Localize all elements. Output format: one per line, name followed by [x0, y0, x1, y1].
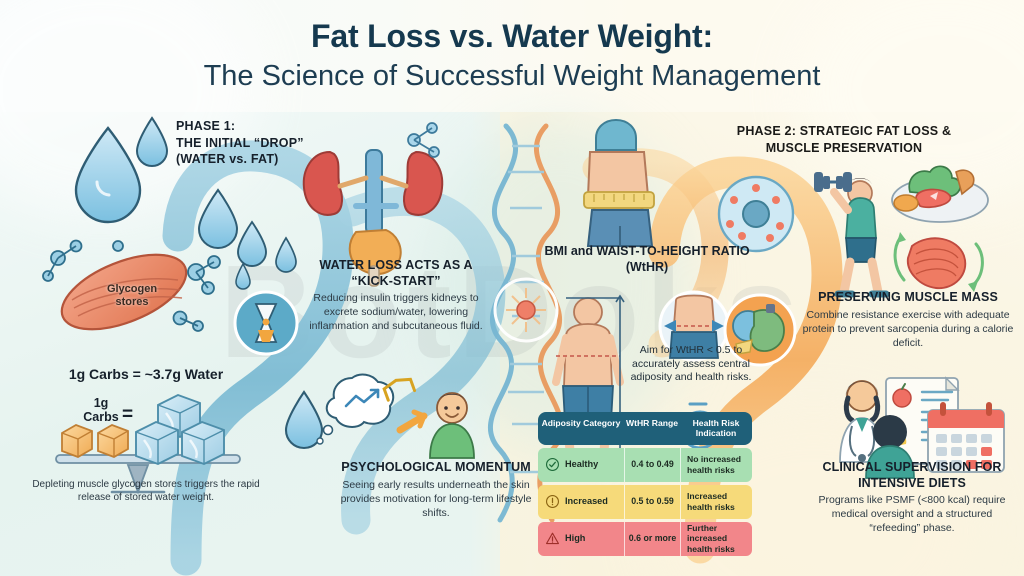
water-drop-icon: [135, 116, 169, 167]
kidney-icon: [302, 149, 444, 235]
water-drop-icon: [235, 262, 251, 290]
water-drop-icon: [275, 236, 297, 273]
dumbbell-icon: [814, 172, 890, 298]
clinical-block: CLINICAL SUPERVISION FOR INTENSIVE DIETS…: [806, 460, 1018, 536]
water-loss-body: Reducing insulin triggers kidneys to exc…: [309, 292, 483, 333]
sugar-cube-icon: [135, 393, 225, 466]
exclamation-circle-icon: [546, 495, 559, 509]
carbs-equation-label: 1g Carbs = ~3.7g Water: [68, 366, 224, 382]
title-subtitle: The Science of Successful Weight Managem…: [203, 59, 821, 92]
glycogen-molecule-icon: [42, 239, 221, 332]
cell-icon: [717, 175, 795, 253]
body-figure-icon: [552, 294, 625, 460]
molecule-icon: [407, 122, 440, 158]
water-drop-icon: [197, 188, 239, 249]
thought-bubble-icon: [316, 373, 395, 445]
globe-icon: [723, 293, 797, 367]
table-row: Increased 0.5 to 0.59 Increased health r…: [538, 484, 752, 519]
table-cell-category: Healthy: [565, 459, 599, 470]
bladder-icon: [348, 228, 402, 287]
table-row: Healthy 0.4 to 0.49 No increased health …: [538, 447, 752, 482]
psychological-block: PSYCHOLOGICAL MOMENTUM Seeing early resu…: [338, 460, 534, 520]
table-cell-category: Increased: [565, 496, 608, 507]
table-cell-range: 0.5 to 0.59: [631, 496, 674, 507]
table-header-category: Adiposity Category: [541, 418, 621, 428]
bmi-heading: BMI and WAIST-TO-HEIGHT RATIO (WtHR): [544, 244, 750, 275]
water-loss-block: WATER LOSS ACTS AS A “KICK-START” Reduci…: [303, 258, 489, 334]
person-icon: [382, 377, 475, 459]
table-header-row: Adiposity Category WtHR Range Health Ris…: [538, 412, 752, 445]
waist-detail-icon: [658, 290, 730, 362]
muscle-heading: PRESERVING MUSCLE MASS: [818, 290, 998, 304]
calendar-icon: [927, 402, 1005, 473]
table-cell-range: 0.6 or more: [628, 533, 677, 544]
table-row: High 0.6 or more Further increased healt…: [538, 521, 752, 556]
bmi-aim-text: Aim for WtHR < 0.5 to accurately assess …: [630, 344, 752, 384]
psychological-heading: PSYCHOLOGICAL MOMENTUM: [341, 460, 531, 474]
muscle-fiber-icon: [60, 253, 188, 331]
clinical-body: Programs like PSMF (<800 kcal) require m…: [818, 494, 1006, 535]
check-circle-icon: [546, 458, 559, 472]
page-title: Fat Loss vs. Water Weight: The Science o…: [0, 18, 1024, 94]
table-cell-risk: Further increased health risks: [687, 522, 735, 554]
title-main: Fat Loss vs. Water Weight:: [311, 18, 713, 54]
phase-1-label: PHASE 1: THE INITIAL “DROP” (WATER vs. F…: [176, 119, 304, 166]
table-cell-range: 0.4 to 0.49: [631, 459, 674, 470]
water-drop-icon: [284, 390, 324, 450]
table-cell-risk: No increased health risks: [687, 454, 741, 475]
doctor-icon: [839, 376, 960, 479]
water-drop-icon: [74, 126, 142, 224]
glycogen-stores-label: Glycogen stores: [106, 283, 158, 308]
muscle-block: PRESERVING MUSCLE MASS Combine resistanc…: [800, 290, 1016, 350]
table-header-risk: Health Risk Indication: [692, 418, 740, 439]
muscle-body: Combine resistance exercise with adequat…: [802, 308, 1014, 349]
table-header-range: WtHR Range: [625, 418, 679, 428]
deplete-caption: Depleting muscle glycogen stores trigger…: [32, 479, 260, 504]
sugar-cube-icon: [61, 424, 129, 458]
measuring-tape-icon: [583, 118, 655, 247]
protein-plate-icon: [891, 165, 989, 223]
clinical-heading: CLINICAL SUPERVISION FOR INTENSIVE DIETS: [822, 460, 1002, 490]
water-drop-icon: [237, 220, 267, 267]
phase-2-label: PHASE 2: STRATEGIC FAT LOSS & MUSCLE PRE…: [736, 124, 952, 155]
warning-triangle-icon: [546, 532, 559, 545]
water-loss-heading: WATER LOSS ACTS AS A “KICK-START”: [319, 258, 473, 288]
wthr-risk-table: Adiposity Category WtHR Range Health Ris…: [538, 412, 752, 559]
psychological-body: Seeing early results underneath the skin…: [340, 478, 532, 519]
scale-left-label: 1g Carbs: [83, 396, 119, 425]
equals-sign: =: [122, 404, 134, 425]
table-cell-category: High: [565, 533, 586, 544]
bmi-block: BMI and WAIST-TO-HEIGHT RATIO (WtHR): [534, 243, 760, 276]
muscle-anatomy-icon: [893, 232, 984, 292]
hourglass-icon: [233, 290, 299, 356]
table-cell-risk: Increased health risks: [687, 491, 735, 512]
